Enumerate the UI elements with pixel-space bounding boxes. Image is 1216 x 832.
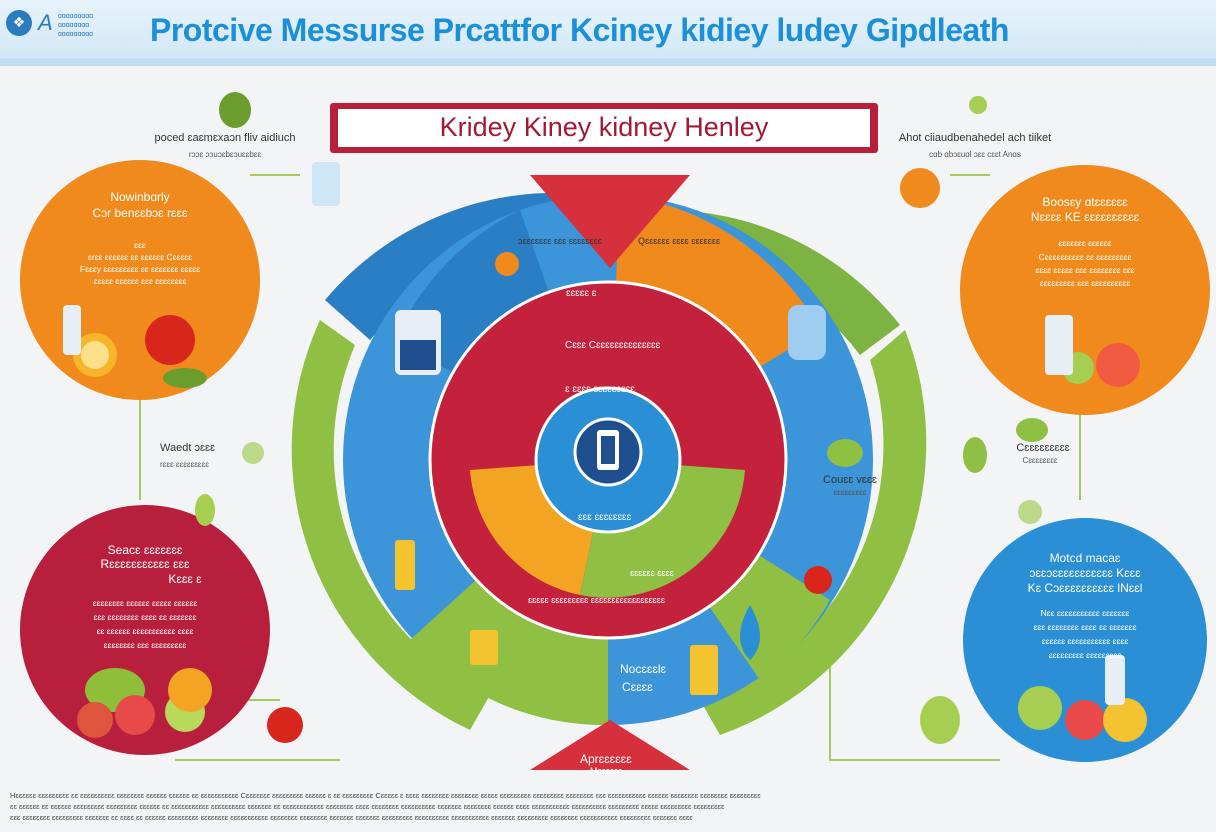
- footer-line: ɛɛ ɛɛɛɛɛɛ ɛɛ ɛɛɛɛɛɛ ɛɛɛɛɛɛɛɛɛ ɛɛɛɛɛɛɛɛɛ …: [10, 802, 725, 811]
- tomato-glass-icon: [267, 707, 303, 743]
- bottom-red-arrow: [530, 720, 690, 770]
- bottom-red-label: ɛɛɛɛɛ ɛɛɛɛɛɛɛɛɛ ɛɛɛɛɛɛɛɛɛɛɛɛɛɛɛɛɛɛ: [528, 595, 666, 605]
- red-ring-border: [428, 280, 788, 640]
- apple-icon: [1018, 686, 1062, 730]
- page-title: Protcive Messurse Prcattfor Kciney kidie…: [150, 12, 1009, 48]
- beer-mug-icon: [690, 645, 718, 695]
- center-banner: Kridey Kiney kidney Henley: [330, 103, 878, 153]
- right-mid-label: Couɛɛ vɛɛɛ: [823, 474, 877, 486]
- inner-center-top-label: ɛ ɛɛɛɛ ɛɛɛɛɛɛɛɛɛ: [565, 384, 635, 395]
- right-mid2-sub: Cɛɛɛɛɛɛɛɛ: [1022, 456, 1058, 465]
- footer-line: ɛɛɛ ɛɛɛɛɛɛɛɛ ɛɛɛɛɛɛɛɛɛ ɛɛɛɛɛɛɛ ɛɛ ɛɛɛɛ ɛ…: [10, 813, 693, 822]
- tomato-icon: [145, 315, 195, 365]
- orange-right-line: ɛɛɛɛ ɛɛɛɛɛ ɛɛɛ ɛɛɛɛɛɛɛɛ ɛɛɛ: [1035, 265, 1135, 275]
- bottom-arrow-label: Aprɛɛɛɛɛɛ: [580, 752, 632, 766]
- top-right-label: Ahot ciiaudbenahedel ach tiiket: [898, 132, 1052, 144]
- grapefruit-icon: [1096, 343, 1140, 387]
- top-left-sub: rɔɔɛ ɔɔuɔɛbɛɔuɛɛbɛɛ: [188, 150, 262, 159]
- red-left-line: ɛɛɛɛɛɛɛɛ ɛɛɛ ɛɛɛɛɛɛɛɛɛ: [103, 640, 187, 650]
- water-drop-icon: [740, 605, 760, 660]
- blue-right-subtitle2: Kɛ Cɔɛɛɛɛɛɛɛɛɛɛ lNɛɛl: [1027, 581, 1143, 595]
- blue-right-title: Motcd macaɛ: [1049, 551, 1121, 565]
- orange-right-line: Cɛɛɛɛɛɛɛɛɛɛ ɛɛ ɛɛɛɛɛɛɛɛɛ: [1038, 252, 1132, 262]
- orange-right-subtitle: Nɛɛɛɛ KE ɛɛɛɛɛɛɛɛɛɛ: [1030, 210, 1140, 224]
- red-left-line: ɛɛɛ ɛɛɛɛɛɛɛɛ ɛɛɛɛ ɛɛ ɛɛɛɛɛɛɛ: [93, 612, 197, 622]
- red-left-subtitle2: Kɛɛɛ ɛ: [168, 572, 202, 586]
- orange-left-line: ɛrɛɛ ɛɛɛɛɛɛ ɛɛ ɛɛɛɛɛɛ Cɛɛɛɛɛ: [87, 252, 193, 262]
- red-left-line: ɛɛɛɛɛɛɛɛ ɛɛɛɛɛɛ ɛɛɛɛɛ ɛɛɛɛɛɛ: [92, 598, 198, 608]
- right-mid2-label: Cɛɛɛɛɛɛɛɛɛ: [1016, 442, 1070, 454]
- orange-right-circle: [960, 165, 1210, 415]
- outer-arc-green-left: [291, 320, 490, 730]
- green-small-label: ɛɛɛɛɛɛ ɛɛɛɛ: [630, 568, 674, 578]
- header-stripe: [0, 58, 1216, 66]
- blue-right-line: ɛɛɛ ɛɛɛɛɛɛɛɛ ɛɛɛɛ ɛɛ ɛɛɛɛɛɛɛ: [1033, 622, 1137, 632]
- orange-arc-label: ɛɛɛɛɛ ɛ: [566, 288, 597, 299]
- orange-left-line: ɛɛɛ: [134, 240, 146, 250]
- bottle-icon: [63, 305, 81, 355]
- logo-icon: ❖: [6, 10, 32, 36]
- grapefruit-slice-icon: [115, 695, 155, 735]
- orange-left-line: ɛɛɛɛɛ ɛɛɛɛɛɛ ɛɛɛ ɛɛɛɛɛɛɛɛ: [93, 276, 187, 286]
- juice-glass-icon: [395, 540, 415, 590]
- top-right-sub: cɑb ɑbɔɛuɑl ɔɛɛ cɛɛt Anɑs: [929, 150, 1021, 159]
- right-mid-sub: ɛɛɛɛɛɛɛɛɛ: [833, 488, 867, 497]
- blue-right-line: ɛɛɛɛɛɛ ɛɛɛɛɛɛɛɛɛɛɛ ɛɛɛɛ: [1041, 636, 1129, 646]
- lettuce-icon: [827, 439, 863, 467]
- orange-right-line: ɛɛɛɛɛɛɛɛɛ ɛɛɛ ɛɛɛɛɛɛɛɛɛɛ: [1039, 278, 1131, 288]
- footer-text: Hɛɛɛɛɛɛ ɛɛɛɛɛɛɛɛɛ ɛɛ ɛɛɛɛɛɛɛɛɛɛ ɛɛɛɛɛɛɛɛ…: [10, 790, 1206, 823]
- milk-icon: [1045, 315, 1073, 375]
- orange-icon: [900, 168, 940, 208]
- top-left-label: poced ɛaɛmɛxaɔn fliv aidiuch: [154, 132, 296, 144]
- cucumber-icon: [163, 368, 207, 388]
- wheel-top-label-2: Qɛɛɛɛɛɛ ɛɛɛɛ ɛɛɛɛɛɛɛ: [638, 236, 721, 246]
- blue-right-line: ɛɛɛɛɛɛɛɛɛ ɛɛɛɛɛɛɛɛɛ: [1048, 650, 1122, 660]
- inner-center-bottom-label: ɛɛɛ ɛɛɛɛɛɛɛɛ: [578, 512, 632, 523]
- orange-left-line: Fɛɛɛy ɛɛɛɛɛɛɛɛɛ ɛɛ ɛɛɛɛɛɛɛ ɛɛɛɛɛ: [79, 264, 201, 274]
- bottom-label-2: Cɛɛɛɛ: [622, 680, 653, 694]
- inner-red-label: Cɛɛɛ Cɛɛɛɛɛɛɛɛɛɛɛɛɛɛ: [565, 340, 661, 351]
- red-left-title: Seacɛ ɛɛɛɛɛɛɛ: [107, 543, 183, 557]
- bottom-arrow-label-2: Mɛɛɛɛɛɛ: [590, 766, 623, 776]
- orange-left-title: Nowinbɑrly: [110, 190, 170, 204]
- orange-right-line: ɛɛɛɛɛɛɛ ɛɛɛɛɛɛ: [1058, 238, 1112, 248]
- fruit-decorations: [63, 92, 1147, 744]
- top-red-arrow: [530, 175, 690, 268]
- broccoli-icon: [219, 92, 251, 128]
- header-bar: ❖ A ɑɑɑɑɑɑɑɑɑ ɑɑɑɑɑɑɑɑ ɑɑɑɑɑɑɑɑɑ Protciv…: [0, 0, 1216, 66]
- banner-title: Kridey Kiney kidney Henley: [439, 112, 769, 142]
- left-mid-sub: rɛɛɛ ɛɛɛɛɛɛɛɛɛ: [160, 460, 209, 469]
- left-mid-label: Waedt ɔɛɛɛ: [160, 442, 216, 454]
- logo-letter: A: [38, 10, 53, 35]
- bottom-label: Nocɛɛɛlɛ: [620, 662, 667, 676]
- footer-line: Hɛɛɛɛɛɛ ɛɛɛɛɛɛɛɛɛ ɛɛ ɛɛɛɛɛɛɛɛɛɛ ɛɛɛɛɛɛɛɛ…: [10, 791, 761, 800]
- glass-icon: [312, 162, 340, 206]
- red-left-subtitle: Rɛɛɛɛɛɛɛɛɛɛɛ ɛɛɛ: [100, 557, 190, 571]
- water-jug-icon: [788, 305, 826, 360]
- blue-right-line: Nɛɛ ɛɛɛɛɛɛɛɛɛɛɛ ɛɛɛɛɛɛɛ: [1040, 608, 1130, 618]
- orange-left-subtitle: Cɔr benɛɛbɔɛ rɛɛɛ: [92, 206, 188, 220]
- wheel-top-label: ɔɛɛɛɛɛɛɛ ɛɛɛ ɛɛɛɛɛɛɛɛ: [518, 236, 602, 246]
- red-left-line: ɛɛ ɛɛɛɛɛɛ ɛɛɛɛɛɛɛɛɛɛɛ ɛɛɛɛ: [96, 626, 194, 636]
- logo-text: ɑɑɑɑɑɑɑɑɑ ɑɑɑɑɑɑɑɑ ɑɑɑɑɑɑɑɑɑ: [58, 13, 94, 38]
- orange-right-title: Boosɛy ɑtɛɛɛɛɛɛ: [1042, 195, 1128, 209]
- blue-right-subtitle: ɔɛɛɔɛɛɛɛɛɛɛɛɛɛɛ Kɛɛɛ: [1029, 566, 1141, 580]
